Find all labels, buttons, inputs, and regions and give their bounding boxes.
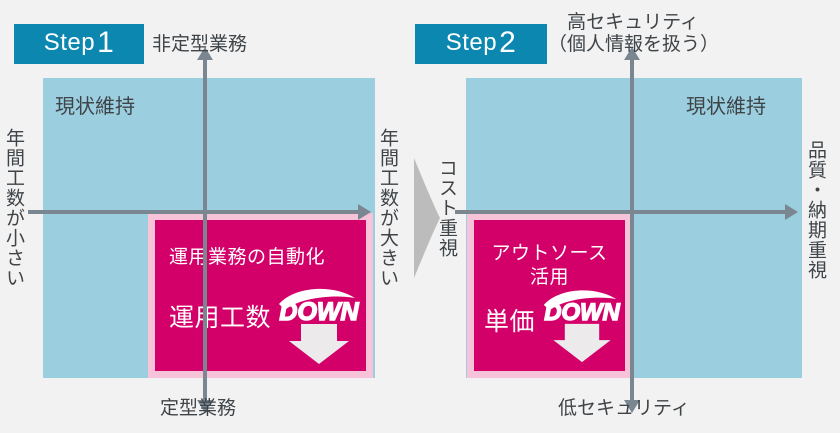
step2-badge-number: 2 <box>499 25 517 59</box>
step1-down-icon: DOWN <box>275 278 363 366</box>
step1-vertical-axis <box>203 60 207 400</box>
step2-vertical-axis <box>630 60 634 400</box>
step1-action-title: 運用業務の自動化 <box>169 247 326 268</box>
step2-action-metric: 単価 <box>484 308 536 336</box>
step1-badge-number: 1 <box>97 25 115 59</box>
step2-axis-up-arrow <box>624 47 640 60</box>
step2-left-label: コスト重視 <box>436 158 457 258</box>
down-icon-svg: DOWN <box>279 288 360 364</box>
svg-text:DOWN: DOWN <box>279 298 359 326</box>
step1-right-label: 年間工数が大きい <box>377 128 398 288</box>
step2-top-label: 高セキュリティ （個人情報を扱う） <box>548 12 720 56</box>
step1-badge-word: Step <box>43 28 96 56</box>
down-icon-svg: DOWN <box>544 290 621 363</box>
step1-action-box: 運用業務の自動化 運用工数 DOWN <box>148 213 373 378</box>
step1-axis-up-arrow <box>197 47 213 60</box>
step2-action-title-line2: 活用 <box>529 267 569 288</box>
step2-axis-down-arrow <box>624 400 640 413</box>
transition-arrow <box>410 158 442 278</box>
step2-action-box-inner: アウトソース 活用 単価 DOWN <box>474 220 625 371</box>
step2-horizontal-axis <box>455 210 785 214</box>
step2-action-title-line1: アウトソース <box>491 243 608 264</box>
step1-quadrant-label: 現状維持 <box>55 96 135 118</box>
step2-down-icon: DOWN <box>540 280 624 364</box>
step2-top-label-line2: （個人情報を扱う） <box>548 33 720 55</box>
step1-action-box-inner: 運用業務の自動化 運用工数 DOWN <box>155 220 366 371</box>
step2-bottom-label: 低セキュリティ <box>558 398 690 419</box>
transition-arrow-icon <box>414 158 440 278</box>
step2-quadrant-label: 現状維持 <box>686 96 766 118</box>
step1-action-metric: 運用工数 <box>169 304 272 332</box>
step2-badge-word: Step <box>445 28 498 56</box>
step1-horizontal-axis <box>28 210 358 214</box>
step2-axis-right-arrow <box>785 204 798 220</box>
step1-axis-right-arrow <box>358 204 371 220</box>
step1-bottom-label: 定型業務 <box>160 398 237 419</box>
step1-left-label: 年間工数が小さい <box>3 128 24 288</box>
step1-axis-down-arrow <box>197 400 213 413</box>
step1-top-label: 非定型業務 <box>152 34 248 55</box>
step2-action-box: アウトソース 活用 単価 DOWN <box>467 213 632 378</box>
step2-right-label: 品質・納期重視 <box>805 140 826 280</box>
svg-text:DOWN: DOWN <box>544 299 620 326</box>
step2-top-label-line1: 高セキュリティ <box>567 12 699 33</box>
